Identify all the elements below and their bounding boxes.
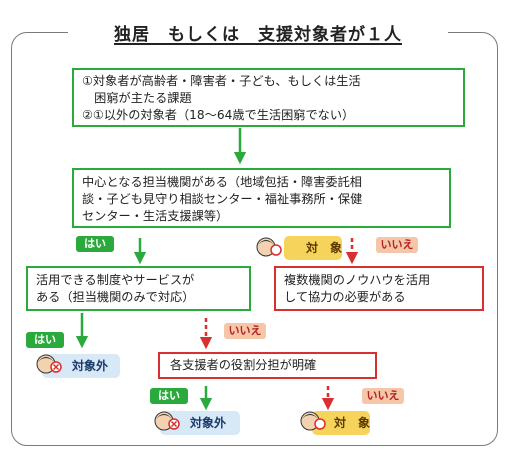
target-tag-1-text: 対 象 <box>306 241 343 255</box>
main-agency-line-3: センター・生活支援課等） <box>82 209 229 223</box>
services-line-1: 活用できる制度やサービスが <box>36 273 195 287</box>
main-agency-line-1: 中心となる担当機関がある（地域包括・障害委託相 <box>82 175 362 189</box>
no-label-3: いいえ <box>362 388 404 404</box>
person-check-icon <box>300 411 326 431</box>
not-target-tag-2-text: 対象外 <box>190 416 227 430</box>
yes-label-2: はい <box>26 332 64 348</box>
person-cross-icon <box>154 411 180 431</box>
criteria-line-1: ①対象者が高齢者・障害者・子ども、もしくは生活 <box>82 74 361 88</box>
role-division-text: 各支援者の役割分担が明確 <box>170 358 317 372</box>
diagram-title: 独居 もしくは 支援対象者が１人 <box>68 23 448 47</box>
person-cross-icon <box>36 354 62 374</box>
yes-label-1: はい <box>76 236 114 252</box>
no-label-1: いいえ <box>376 237 418 253</box>
criteria-line-2: 困窮が主たる課題 <box>82 91 192 105</box>
services-line-2: ある（担当機関のみで対応） <box>36 290 195 304</box>
multi-agency-box: 複数機関のノウハウを活用 して協力の必要がある <box>274 266 484 311</box>
yes-label-3: はい <box>150 388 188 404</box>
not-target-tag-1-text: 対象外 <box>72 359 109 373</box>
no-label-2: いいえ <box>224 323 266 339</box>
main-agency-box: 中心となる担当機関がある（地域包括・障害委託相 談・子ども見守り相談センター・福… <box>72 168 451 228</box>
target-tag-1: 対 象 <box>284 236 342 260</box>
services-box: 活用できる制度やサービスが ある（担当機関のみで対応） <box>26 266 251 311</box>
criteria-box: ①対象者が高齢者・障害者・子ども、もしくは生活 困窮が主たる課題 ②①以外の対象… <box>72 68 465 127</box>
target-tag-2-text: 対 象 <box>334 416 371 430</box>
person-check-icon <box>256 237 282 257</box>
role-division-box: 各支援者の役割分担が明確 <box>158 352 377 379</box>
multi-agency-line-1: 複数機関のノウハウを活用 <box>284 273 431 287</box>
criteria-line-3: ②①以外の対象者（18～64歳で生活困窮でない） <box>82 108 355 122</box>
multi-agency-line-2: して協力の必要がある <box>284 290 406 304</box>
main-agency-line-2: 談・子ども見守り相談センター・福祉事務所・保健 <box>82 192 363 206</box>
